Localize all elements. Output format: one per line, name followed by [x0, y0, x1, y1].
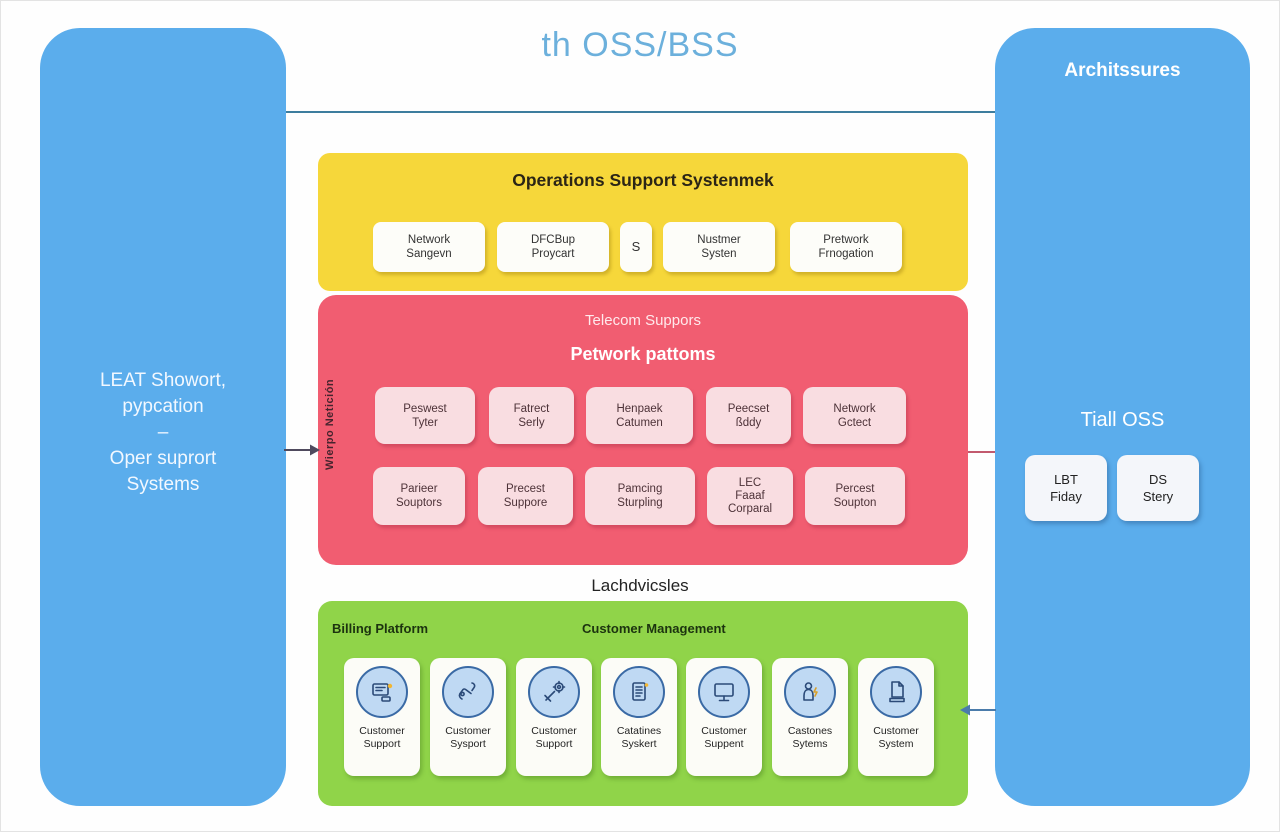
telecom-section-title: Telecom Suppors	[585, 312, 701, 329]
right-panel-box-ds: DS Stery	[1117, 455, 1199, 521]
oss-item: Pretwork Frnogation	[790, 222, 902, 272]
bss-label-customer-mgmt: Customer Management	[582, 621, 726, 636]
telecom-section-subtitle: Petwork pattoms	[570, 344, 716, 364]
oss-item: Nustmer Systen	[663, 222, 775, 272]
bss-card: Customer System	[858, 658, 934, 776]
bss-card: Castones Sytems	[772, 658, 848, 776]
telecom-item: Percest Soupton	[805, 467, 905, 525]
bss-section: Billing Platform Customer Management Cus…	[318, 601, 968, 806]
telecom-item: Peswest Tyter	[375, 387, 475, 444]
bss-card: Customer Support	[344, 658, 420, 776]
monitor-icon	[698, 666, 750, 718]
telecom-section: Telecom Suppors Petwork pattoms Wierpo N…	[318, 295, 968, 565]
oss-item: DFCBup Proycart	[497, 222, 609, 272]
bss-card-label: Castones Sytems	[787, 725, 833, 750]
telecom-item: Parieer Souptors	[373, 467, 465, 525]
telecom-item: Precest Suppore	[478, 467, 573, 525]
phone-hand-icon	[442, 666, 494, 718]
bss-card-label: Customer System	[873, 725, 919, 750]
bss-card-label: Customer Suppent	[701, 725, 747, 750]
oss-item: S	[620, 222, 652, 272]
bss-card: Catatines Syskert	[601, 658, 677, 776]
oss-item: Network Sangevn	[373, 222, 485, 272]
telecom-item: Pamcing Sturpling	[585, 467, 695, 525]
telecom-side-label: Wierpo Netición	[324, 378, 336, 470]
line-telecom-to-right	[968, 451, 995, 453]
bss-label-billing: Billing Platform	[332, 621, 429, 636]
divider-label: Lachdvicsles	[591, 576, 689, 595]
oss-section: Operations Support Systenmek Network San…	[318, 153, 968, 291]
right-panel-box-lbt: LBT Fiday	[1025, 455, 1107, 521]
document-print-icon	[870, 666, 922, 718]
left-panel-label: LEAT Showort, pypcation – Oper suprort S…	[99, 370, 227, 495]
person-bolt-icon	[784, 666, 836, 718]
telecom-item: Network Gctect	[803, 387, 906, 444]
bss-card-label: Customer Support	[531, 725, 577, 750]
telecom-item: Peecset ßddy	[706, 387, 791, 444]
right-panel: Architssures Tiall OSS LBT Fiday DS Ster…	[995, 28, 1250, 806]
wrench-gear-icon	[528, 666, 580, 718]
oss-section-title: Operations Support Systenmek	[512, 170, 774, 190]
bss-card: Customer Support	[516, 658, 592, 776]
document-sparkle-icon	[613, 666, 665, 718]
page-title: th OSS/BSS	[541, 26, 739, 64]
left-panel: LEAT Showort, pypcation – Oper suprort S…	[40, 28, 286, 806]
top-connector-line	[286, 111, 995, 113]
bss-card-label: Customer Sysport	[445, 725, 491, 750]
right-panel-header: Architssures	[1064, 60, 1181, 81]
bss-card-label: Customer Support	[359, 725, 405, 750]
bss-card: Customer Sysport	[430, 658, 506, 776]
right-panel-subheader: Tiall OSS	[1080, 409, 1165, 431]
telecom-item: Fatrect Serly	[489, 387, 574, 444]
bss-card: Customer Suppent	[686, 658, 762, 776]
arrow-right-to-bss	[960, 704, 996, 716]
telecom-item: LEC Faaaf Corparal	[707, 467, 793, 525]
telecom-item: Henpaek Catumen	[586, 387, 693, 444]
bss-card-label: Catatines Syskert	[616, 725, 662, 750]
monitor-chat-icon	[356, 666, 408, 718]
arrow-left-to-telecom	[284, 444, 320, 456]
